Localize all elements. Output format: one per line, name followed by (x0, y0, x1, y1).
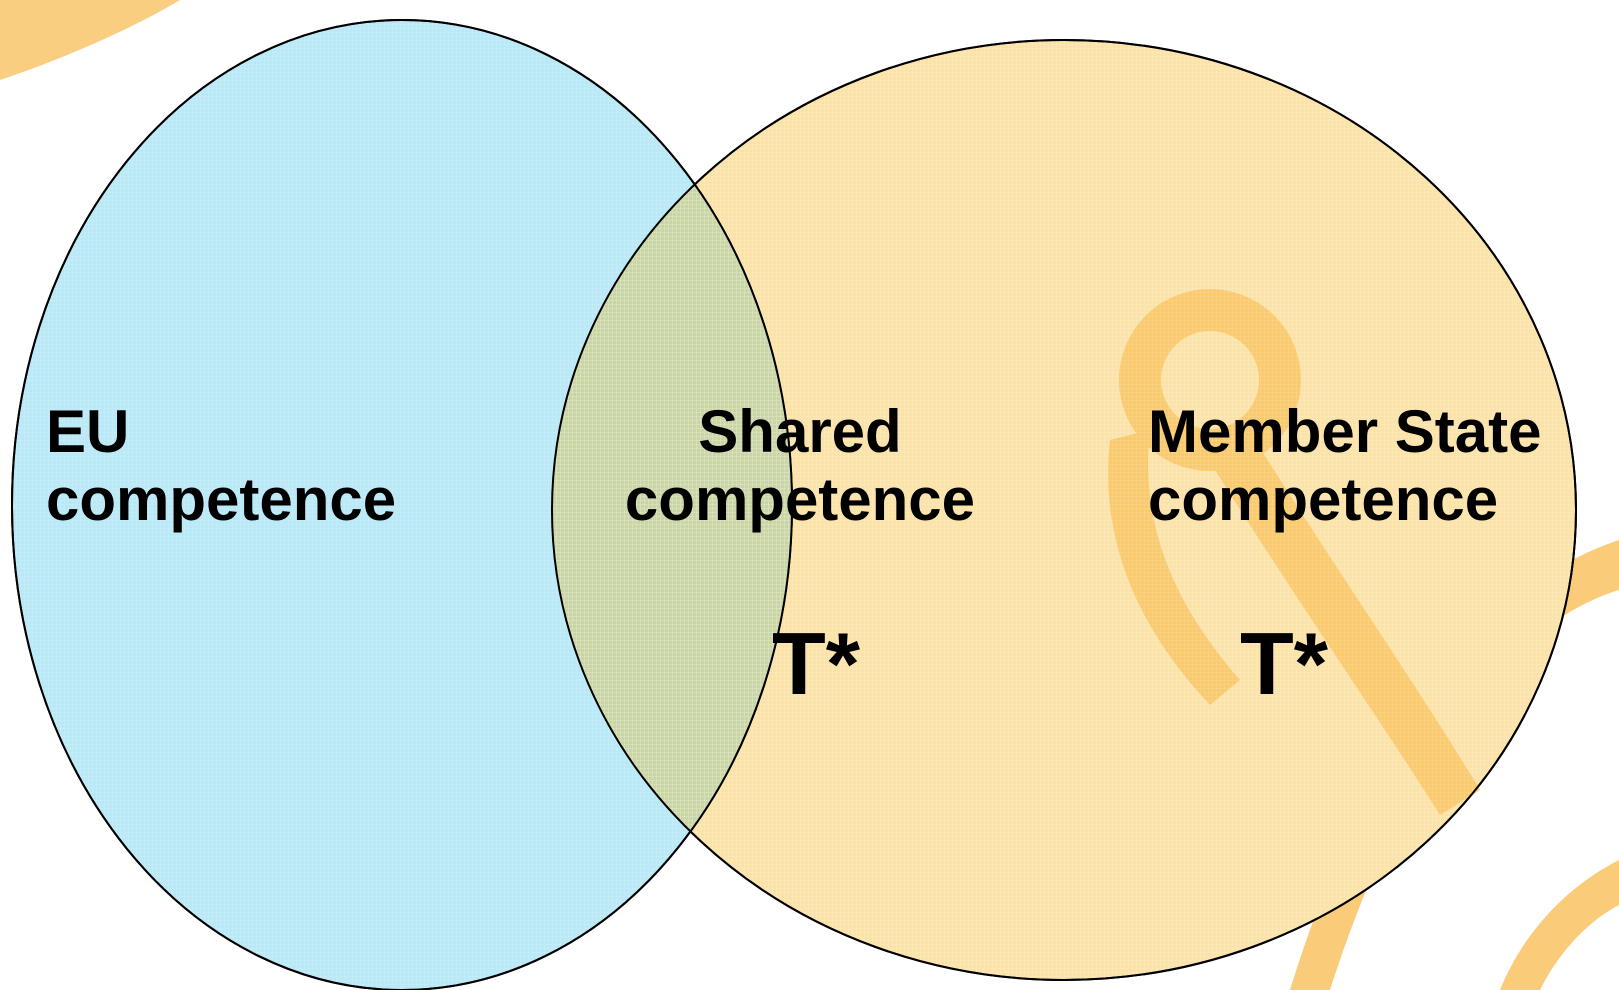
member-state-label-line1: Member State (1148, 398, 1542, 465)
shared-label-line2: competence (624, 466, 976, 533)
member-state-label-line2: competence (1148, 466, 1499, 533)
shared-competence-label: Shared competence (602, 398, 998, 534)
ribbon-decoration (1290, 540, 1619, 990)
corner-arc-decoration (0, 0, 180, 80)
ribbon-lower-decoration (1500, 860, 1619, 990)
member-state-competence-label: Member State competence (1148, 398, 1541, 534)
member-state-t-marker: T* (1240, 614, 1328, 713)
eu-label-line1: EU (46, 398, 130, 465)
eu-label-line2: competence (46, 466, 397, 533)
eu-competence-label: EU competence (46, 398, 396, 534)
shared-t-marker: T* (772, 614, 860, 713)
shared-label-line1: Shared (698, 398, 902, 465)
